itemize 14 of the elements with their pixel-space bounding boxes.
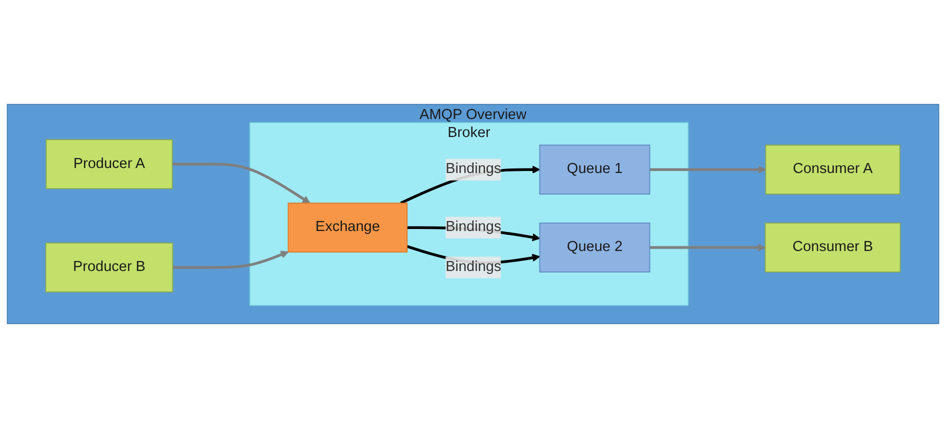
arrow bbox=[650, 166, 766, 174]
node-box: Consumer B bbox=[764, 222, 901, 272]
edge-label: Bindings bbox=[446, 259, 502, 275]
node-box: Producer A bbox=[46, 139, 173, 190]
arrow bbox=[172, 250, 289, 269]
node-box: Queue 2 bbox=[539, 222, 650, 272]
node-box: Exchange bbox=[288, 202, 408, 253]
edge-label: Bindings bbox=[446, 161, 502, 177]
node-box: Queue 1 bbox=[539, 144, 650, 195]
node-box: Producer B bbox=[45, 242, 174, 292]
edge-label: Bindings bbox=[446, 219, 502, 235]
arrow bbox=[172, 162, 310, 204]
node-box: Consumer A bbox=[765, 144, 900, 195]
arrow bbox=[650, 244, 766, 252]
